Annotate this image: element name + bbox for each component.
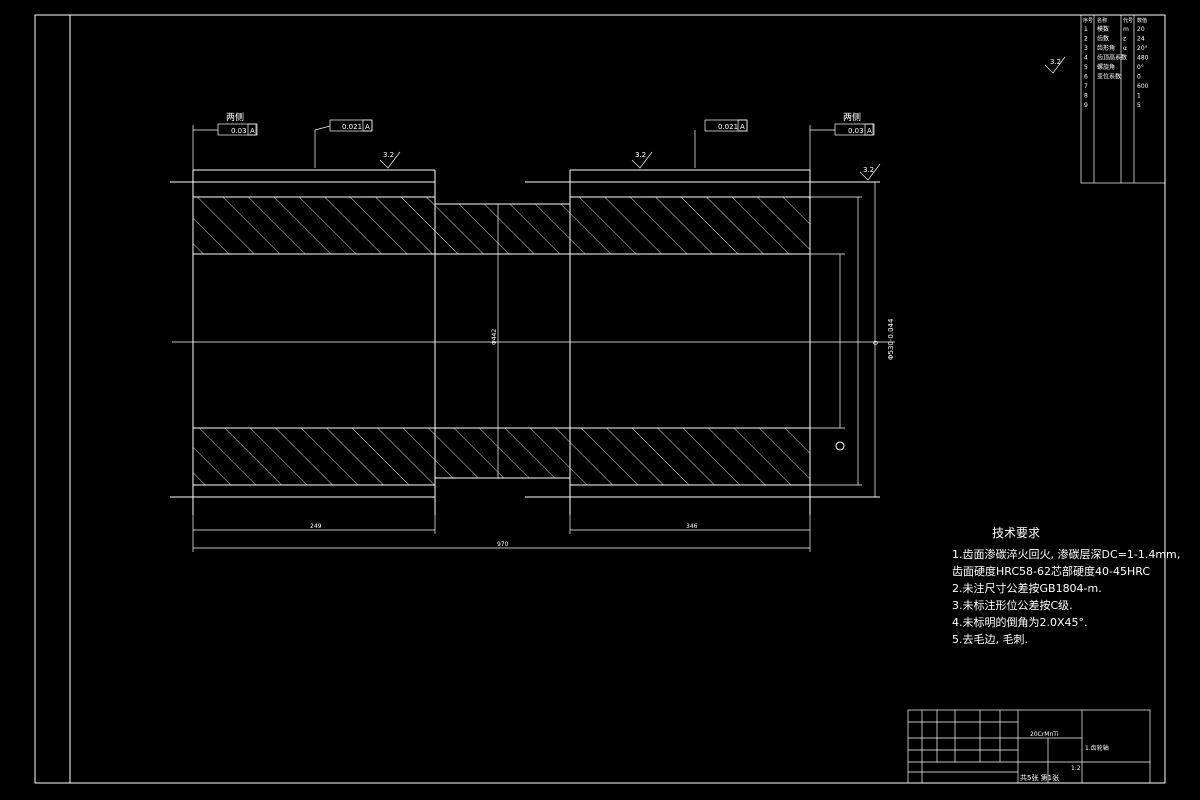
param-table-cell: 0 xyxy=(1137,74,1141,81)
param-table-header: 代号 xyxy=(1123,17,1133,24)
title-material: 20CrMnTi xyxy=(1030,731,1059,738)
parameter-table xyxy=(1080,14,1166,184)
param-table-cell: 5 xyxy=(1137,102,1141,109)
roughness-left: 3.2 xyxy=(383,151,394,159)
param-table-cell: 24 xyxy=(1137,36,1145,43)
param-table-header: 序号 xyxy=(1083,17,1093,24)
param-table-cell: 4 xyxy=(1084,55,1088,62)
tech-req-item: 4.未标明的倒角为2.0X45°. xyxy=(952,616,1088,629)
roughness-overall: 3.2 xyxy=(1050,58,1061,66)
dim-left-length: 249 xyxy=(310,523,322,530)
param-table-cell: 6 xyxy=(1084,74,1088,81)
callout-left-datum: A xyxy=(250,127,255,135)
callout-left-runout: 0.03 xyxy=(231,127,247,135)
param-table-cell: z xyxy=(1123,36,1126,43)
section-hatch-left-top xyxy=(192,196,436,255)
param-table-cell: 0° xyxy=(1137,64,1144,71)
title-block xyxy=(907,709,1151,784)
param-table-cell: 齿顶高系数 xyxy=(1097,54,1127,62)
technical-requirements: 技术要求 1.齿面渗碳淬火回火, 渗碳层深DC=1-1.4mm, 齿面硬度HRC… xyxy=(952,525,1181,648)
param-table-cell: 480 xyxy=(1137,55,1149,62)
callout-right-inner-datum: A xyxy=(740,123,745,131)
param-table-cell: 1 xyxy=(1137,93,1141,100)
param-table-cell: 8 xyxy=(1084,93,1088,100)
tech-req-title: 技术要求 xyxy=(992,526,1041,540)
param-table-cell: α xyxy=(1123,45,1127,52)
callout-right-datum: A xyxy=(867,127,872,135)
param-table-cell: 20° xyxy=(1137,45,1148,52)
callout-right-both-sides: 两侧 xyxy=(843,111,861,123)
tech-req-item: 齿面硬度HRC58-62芯部硬度40-45HRC xyxy=(952,565,1151,578)
callout-left-both-sides: 两侧 xyxy=(226,111,244,123)
tech-req-item: 3.未标注形位公差按C级. xyxy=(952,599,1073,612)
param-table-cell: m xyxy=(1123,26,1129,33)
param-table-cell: 螺旋角 xyxy=(1097,63,1115,71)
section-hatch-right-top xyxy=(569,196,811,255)
section-hatch-left-bottom xyxy=(192,427,436,486)
param-table-cell: 9 xyxy=(1084,102,1088,109)
param-table-cell: 1 xyxy=(1084,26,1088,33)
callout-left-inner: 0.021 xyxy=(342,123,362,131)
param-table-cell: 模数 xyxy=(1097,25,1109,33)
param-table-cell: 齿数 xyxy=(1097,35,1109,43)
param-table-cell: 变位系数 xyxy=(1097,73,1121,81)
roughness-end: 3.2 xyxy=(863,166,874,174)
roughness-right: 3.2 xyxy=(635,151,646,159)
dim-right-length: 346 xyxy=(686,523,698,530)
title-part-name: 1.齿轮轴 xyxy=(1085,744,1109,752)
param-table-cell: 20 xyxy=(1137,26,1145,33)
callout-right-inner: 0.021 xyxy=(718,123,738,131)
dim-dia-zero: 0 xyxy=(872,341,880,345)
param-table-cell: 600 xyxy=(1137,83,1149,90)
section-hatch-right-bottom xyxy=(569,427,811,486)
param-table-cell: 3 xyxy=(1084,45,1088,52)
param-table-header: 数值 xyxy=(1137,17,1147,24)
tech-req-item: 5.去毛边, 毛刺. xyxy=(952,633,1028,646)
section-hatch-mid-top xyxy=(434,203,571,255)
dim-dia-fit: Φ530-0.044 xyxy=(887,318,895,360)
tech-req-item: 1.齿面渗碳淬火回火, 渗碳层深DC=1-1.4mm, xyxy=(952,548,1181,561)
param-table-cell: 7 xyxy=(1084,83,1088,90)
datum-circle xyxy=(835,441,845,451)
tech-req-item: 2.未注尺寸公差按GB1804-m. xyxy=(952,582,1102,595)
param-table-cell: 5 xyxy=(1084,64,1088,71)
dim-center-dia: Φ442 xyxy=(491,329,498,345)
dim-total-length: 970 xyxy=(497,541,509,548)
param-table-header: 名称 xyxy=(1097,17,1107,24)
param-table-cell: 2 xyxy=(1084,36,1088,43)
title-scale: 1:2 xyxy=(1071,765,1081,772)
title-sheet-info: 共5张 第1张 xyxy=(1020,773,1059,782)
callout-left-inner-datum: A xyxy=(365,123,370,131)
section-hatch-mid-bottom xyxy=(434,427,571,479)
param-table-cell: 齿形角 xyxy=(1097,44,1115,52)
callout-right-runout: 0.03 xyxy=(848,127,864,135)
